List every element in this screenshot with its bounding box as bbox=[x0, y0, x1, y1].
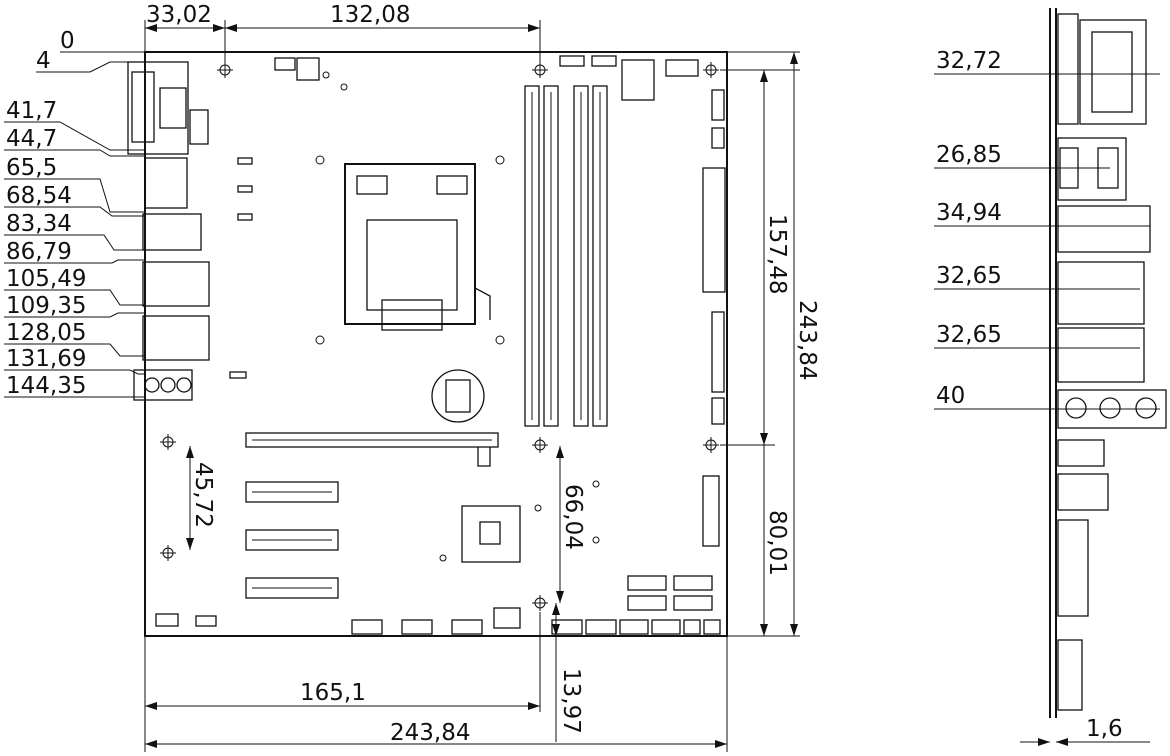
left-dim-label: 105,49 bbox=[6, 266, 86, 292]
mounting-hole-icon bbox=[703, 437, 719, 453]
mid-hole-span-dim: 66,04 bbox=[560, 484, 586, 550]
top-headers bbox=[274, 55, 725, 149]
bottom-headers bbox=[155, 607, 721, 635]
side-dim-label: 32,65 bbox=[936, 322, 1002, 348]
left-dim-label: 65,5 bbox=[6, 155, 57, 181]
left-hole-span-dim: 45,72 bbox=[190, 462, 216, 528]
mounting-hole-icon bbox=[532, 62, 548, 78]
sata-ports bbox=[627, 575, 713, 611]
right-edge-connectors bbox=[702, 167, 726, 547]
mounting-hole-icon bbox=[532, 437, 548, 453]
left-dim-label: 41,7 bbox=[6, 98, 57, 124]
board-thickness-dim: 1,6 bbox=[1086, 716, 1123, 742]
bottom-offset-dim: 13,97 bbox=[558, 668, 584, 734]
side-dim-label: 26,85 bbox=[936, 142, 1002, 168]
mounting-hole-icon bbox=[160, 434, 176, 450]
mounting-hole-icon bbox=[217, 62, 233, 78]
side-dim-label: 34,94 bbox=[936, 200, 1002, 226]
motherboard-outline bbox=[144, 51, 728, 637]
mounting-hole-icon bbox=[703, 62, 719, 78]
left-dim-label: 4 bbox=[36, 48, 51, 74]
left-dim-label: 109,35 bbox=[6, 293, 86, 319]
left-dimension-group: 4 41,7 44,7 65,5 68,54 83,34 86,79 105,4… bbox=[4, 48, 145, 399]
mounting-holes bbox=[160, 62, 719, 611]
side-dim-label: 32,72 bbox=[936, 48, 1002, 74]
cpu-socket bbox=[315, 155, 505, 345]
dimm-slots bbox=[524, 85, 608, 427]
hole-span-right-dim: 157,48 bbox=[764, 214, 790, 294]
top-dim-left-offset: 33,02 bbox=[146, 2, 212, 28]
side-dim-label: 40 bbox=[936, 383, 965, 409]
bottom-dimensions: 165,1 243,84 13,97 bbox=[144, 603, 728, 752]
lower-hole-span-dim: 80,01 bbox=[764, 510, 790, 576]
left-dim-label: 131,69 bbox=[6, 346, 86, 372]
chipset bbox=[439, 480, 600, 563]
small-components bbox=[229, 157, 253, 379]
top-dim-span: 132,08 bbox=[330, 2, 410, 28]
right-dimensions: 157,48 80,01 243,84 bbox=[720, 51, 820, 637]
side-view: 32,72 26,85 34,94 32,65 32,65 40 1,6 bbox=[934, 8, 1167, 746]
left-dim-label: 86,79 bbox=[6, 239, 72, 265]
left-dim-label: 68,54 bbox=[6, 183, 72, 209]
board-height-dim: 243,84 bbox=[794, 300, 820, 380]
left-dim-label: 128,05 bbox=[6, 320, 86, 346]
hole-span-dim: 165,1 bbox=[300, 680, 366, 706]
left-dim-label: 144,35 bbox=[6, 373, 86, 399]
expansion-slots bbox=[245, 432, 499, 599]
board-width-dim: 243,84 bbox=[390, 720, 470, 746]
left-dim-label: 83,34 bbox=[6, 211, 72, 237]
origin-label: 0 bbox=[60, 28, 75, 54]
cmos-battery bbox=[431, 369, 485, 423]
left-dim-label: 44,7 bbox=[6, 126, 57, 152]
side-dim-label: 32,65 bbox=[936, 263, 1002, 289]
internal-dimensions: 45,72 66,04 bbox=[186, 446, 586, 603]
rear-io-connectors bbox=[127, 61, 210, 401]
mounting-hole-icon bbox=[160, 545, 176, 561]
mounting-hole-icon bbox=[532, 595, 548, 611]
